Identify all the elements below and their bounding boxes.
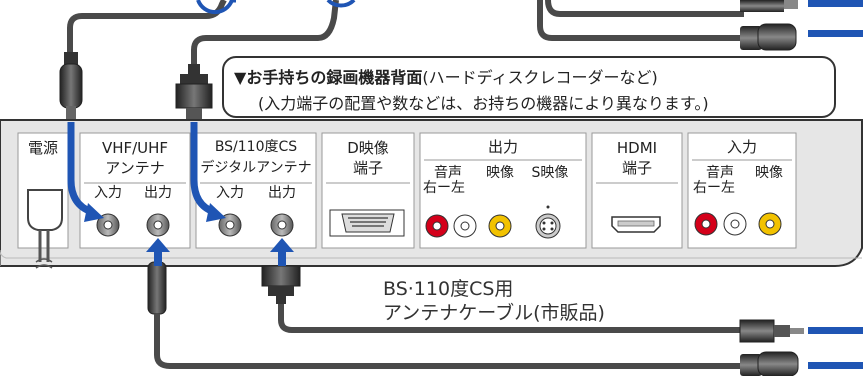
power-cord [27,189,63,269]
callout-title: お手持ちの録画機器背面 [246,68,423,87]
vhf-uhf-antenna-label: アンテナ [105,159,165,177]
vhf-plug-top [59,52,83,120]
rca-jack-out-left-white [453,214,477,238]
vhf-in-label: 入力 [94,185,122,201]
callout-title-line: ▼お手持ちの録画機器背面(ハードディスクレコーダーなど) [234,64,658,88]
f-jack-bs-in [218,213,242,237]
input-label: 入力 [726,138,757,156]
d-video-label: D映像 [347,139,389,157]
output-lr-label: 右ー左 [423,180,465,196]
bs-cs-label: BS/110度CS [214,139,298,155]
output-video-label: 映像 [486,165,514,181]
f-jack-vhf-out [146,213,170,237]
input-video-label: 映像 [755,165,783,181]
input-lr-label: 右ー左 [693,180,735,196]
arrow-vhf-out [146,238,170,266]
input-audio-label: 音声 [706,165,734,181]
f-jack-bs-out [270,213,294,237]
bs-out-label: 出力 [268,185,296,201]
s-video-jack [535,205,561,239]
vhf-out-label: 出力 [144,185,172,201]
output-svideo-label: S映像 [531,165,569,181]
output-audio-label: 音声 [434,165,462,181]
top-circle-2 [326,0,356,8]
bs-in-label: 入力 [216,185,244,201]
recorder-callout: ▼お手持ちの録画機器背面(ハードディスクレコーダーなど) (入力端子の配置や数な… [222,56,836,118]
top-right-plugs [740,0,863,51]
rca-jack-out-video-yellow [488,214,512,238]
callout-title-note: (ハードディスクレコーダーなど) [422,68,658,87]
f-jack-vhf-in [96,213,120,237]
lower-cable-vhf [147,261,744,369]
lower-cable-bs [261,265,744,333]
callout-marker: ▼ [234,68,247,87]
hdmi-terminal-label: 端子 [621,159,652,177]
bs-plug-top [175,64,213,122]
cable-label-line1: BS·110度CS用 [383,278,514,300]
d-terminal [329,209,405,237]
rca-jack-out-right-red [425,214,449,238]
bs-cs-antenna-label: デジタルアンテナ [200,160,312,176]
rca-jack-in-right-red [694,212,718,236]
vhf-uhf-label: VHF/UHF [101,139,169,157]
top-circle-1 [196,0,234,15]
arrow-bs-out [270,238,294,266]
rca-jack-in-left-white [723,212,747,236]
d-video-terminal-label: 端子 [352,159,383,177]
bottom-right-plugs [739,319,863,377]
upper-cables [67,0,744,70]
callout-note: (入力端子の配置や数などは、お持ちの機器により異なります。) [258,94,709,113]
power-label: 電源 [27,139,58,157]
hdmi-port [611,216,661,233]
arrow-bs-in-head [206,203,226,222]
section-dividers [84,159,792,184]
cable-label-line2: アンテナケーブル(市販品) [383,302,605,324]
output-label: 出力 [487,138,518,156]
arrow-vhf-in-head [84,203,104,222]
hdmi-label: HDMI [616,139,658,157]
rca-jack-in-video-yellow [758,212,782,236]
